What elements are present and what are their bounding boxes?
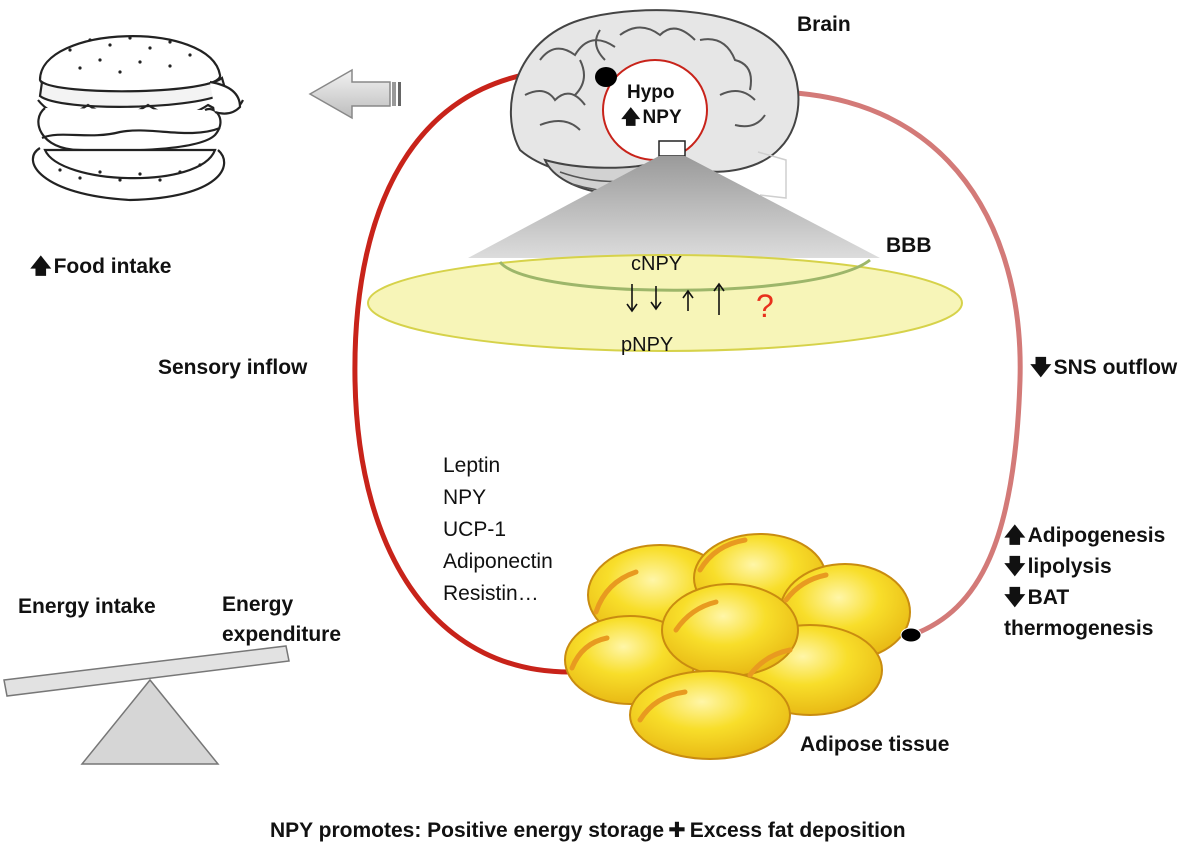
- bbb-membrane-line: [498, 258, 871, 292]
- sensory-inflow-label: Sensory inflow: [158, 356, 308, 379]
- hypothalamic-npy-label: 🡅NPY: [621, 107, 682, 130]
- up-arrow-icon: 🡅: [621, 107, 641, 128]
- food-arrow: [308, 68, 401, 120]
- sns-loop-right: [699, 89, 1023, 638]
- effect-adipogenesis-text: Adipogenesis: [1027, 524, 1166, 547]
- plus-icon: ✚: [668, 819, 686, 842]
- list-item: UCP-1: [443, 518, 507, 541]
- seesaw-beam: [3, 645, 290, 697]
- effect-bat-text: BAT: [1027, 586, 1070, 609]
- hypothalamus-label: Hypo: [627, 82, 675, 103]
- down-arrow-icon: 🡇: [1030, 356, 1052, 379]
- food-intake-label: 🡅Food intake: [30, 254, 171, 279]
- down-arrow-icon: 🡇: [1004, 555, 1026, 578]
- seesaw-fulcrum: [80, 678, 220, 765]
- adipocyte-cluster: [564, 533, 911, 760]
- effect-lipolysis: 🡇lipolysis: [1004, 551, 1165, 582]
- list-item: Resistin…: [443, 582, 539, 605]
- transport-arrows: [626, 282, 725, 315]
- central-npy-label: cNPY: [631, 253, 683, 275]
- effect-bat: 🡇BAT: [1004, 582, 1165, 613]
- adipose-tissue-label: Adipose tissue: [800, 733, 950, 756]
- up-arrow-icon: 🡅: [30, 255, 52, 278]
- effect-adipogenesis: 🡅Adipogenesis: [1004, 520, 1165, 551]
- down-arrow-icon: 🡇: [1004, 586, 1026, 609]
- adipokine-list: Leptin NPY UCP-1 Adiponectin Resistin…: [443, 450, 553, 610]
- caption-part1: NPY promotes: Positive energy storage: [270, 819, 665, 842]
- list-item: Adiponectin: [443, 550, 553, 573]
- effect-lipolysis-text: lipolysis: [1027, 555, 1112, 578]
- bbb-label: BBB: [886, 234, 932, 257]
- caption-part2: Excess fat deposition: [689, 819, 906, 842]
- up-arrow-icon: 🡅: [1004, 524, 1026, 547]
- sensory-loop-left: [352, 67, 594, 675]
- energy-expenditure-line1: Energy: [222, 593, 294, 616]
- bottom-caption: NPY promotes: Positive energy storage✚Ex…: [270, 818, 906, 843]
- hypothalamic-npy-text: NPY: [642, 107, 682, 128]
- energy-expenditure-label: Energy expenditure: [222, 590, 341, 650]
- synapse-dot-adipose: [900, 627, 922, 643]
- adipose-effects-list: 🡅Adipogenesis 🡇lipolysis 🡇BAT thermogene…: [1004, 520, 1165, 644]
- sns-outflow-text: SNS outflow: [1053, 356, 1178, 379]
- burger-illustration: [31, 35, 244, 202]
- list-item: Leptin: [443, 454, 501, 477]
- energy-intake-label: Energy intake: [18, 595, 156, 618]
- peripheral-npy-label: pNPY: [621, 334, 674, 356]
- sns-outflow-label: 🡇SNS outflow: [1030, 355, 1177, 380]
- effect-thermogenesis: thermogenesis: [1004, 617, 1154, 640]
- list-item: NPY: [443, 486, 487, 509]
- zoom-cone: [468, 156, 880, 258]
- brain-label: Brain: [797, 13, 851, 36]
- food-intake-text: Food intake: [53, 255, 172, 278]
- energy-expenditure-line2: expenditure: [222, 623, 342, 646]
- question-mark: ?: [756, 288, 774, 324]
- synapse-dot-top: [595, 67, 617, 87]
- seesaw: [3, 645, 290, 765]
- zoom-box: [658, 140, 686, 157]
